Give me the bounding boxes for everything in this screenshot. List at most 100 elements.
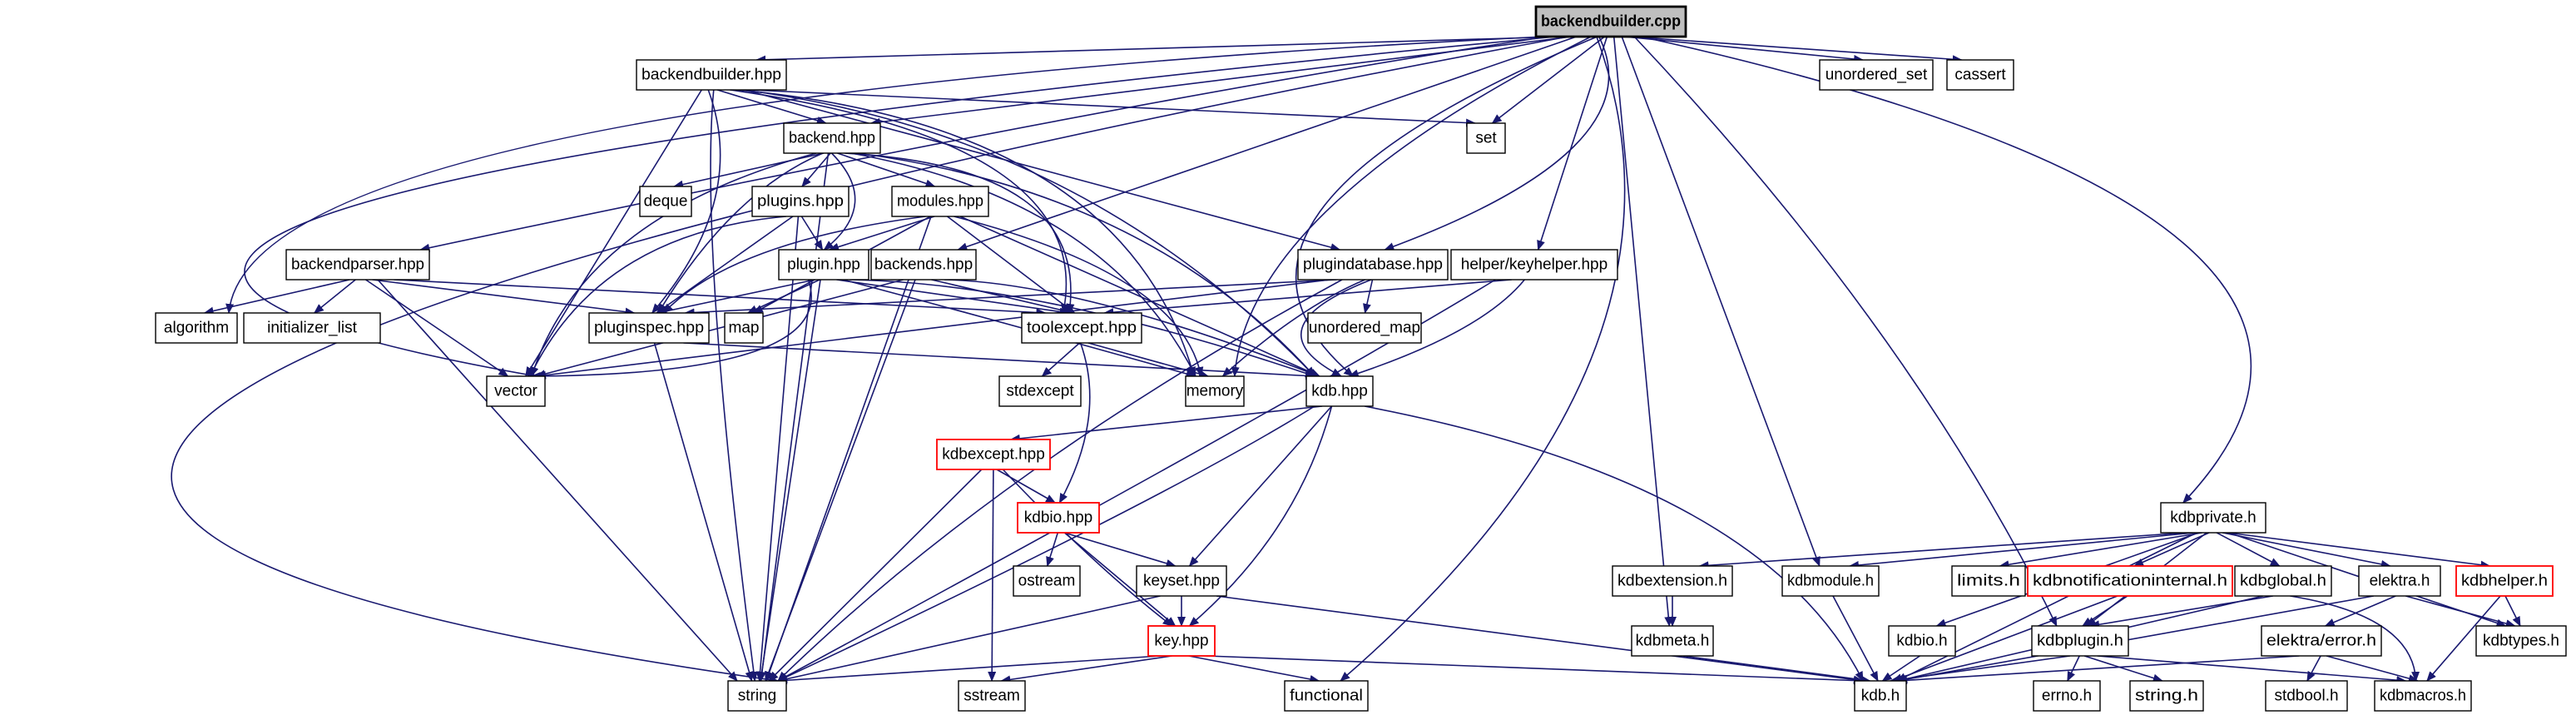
node-kdb_h[interactable]: kdb.h — [1854, 680, 1907, 712]
edge-backendbuilder_hpp-to-string — [710, 89, 758, 682]
node-backends_hpp[interactable]: backends.hpp — [870, 249, 977, 281]
node-elektra_error_h[interactable]: elektra/error.h — [2261, 625, 2382, 657]
node-box-kdbio_h[interactable] — [1888, 625, 1956, 657]
node-box-plugindatabase_hpp[interactable] — [1297, 249, 1449, 281]
node-keyhelper_hpp[interactable]: helper/keyhelper.hpp — [1450, 249, 1618, 281]
node-box-pluginspec_hpp[interactable] — [588, 312, 710, 344]
node-box-elektra_error_h[interactable] — [2261, 625, 2382, 657]
edge-plugindatabase_hpp-to-string — [777, 279, 1343, 682]
edge-kdbmeta_h-to-kdb_h — [1682, 655, 1871, 684]
node-kdbhelper_h[interactable]: kdbhelper.h — [2455, 565, 2554, 597]
node-box-kdbtypes_h[interactable] — [2475, 625, 2567, 657]
edge-kdbio_hpp-to-ostream — [1046, 532, 1059, 567]
edge-plugins_hpp-to-plugin_hpp — [800, 216, 824, 251]
node-memory: memory — [1185, 375, 1245, 407]
node-box-kdbmacros_h[interactable] — [2374, 680, 2472, 712]
node-toolexcept_hpp[interactable]: toolexcept.hpp — [1021, 312, 1142, 344]
node-unordered_map: unordered_map — [1307, 312, 1422, 344]
node-label-kdb_hpp: kdb.hpp — [1311, 383, 1368, 400]
edge-backends_hpp-to-string — [765, 279, 916, 682]
edge-backendbuilder_cpp-to-keyhelper_hpp — [1537, 36, 1608, 251]
node-kdbio_h[interactable]: kdbio.h — [1888, 625, 1956, 657]
edge-elektra_error_h-to-kdb_h — [1897, 655, 2300, 685]
edge-kdbnotificationinternal_h-to-kdb_h — [1892, 595, 2118, 682]
node-kdbglobal_h[interactable]: kdbglobal.h — [2234, 565, 2332, 597]
node-box-kdbio_hpp[interactable] — [1017, 502, 1100, 534]
node-box-kdbextension_h[interactable] — [1612, 565, 1733, 597]
node-box-backend_hpp[interactable] — [783, 122, 881, 154]
node-plugin_hpp[interactable]: plugin.hpp — [778, 249, 869, 281]
node-label-kdb_h: kdb.h — [1861, 688, 1900, 705]
node-sstream: sstream — [958, 680, 1026, 712]
node-box-key_hpp[interactable] — [1147, 625, 1216, 657]
node-kdbio_hpp[interactable]: kdbio.hpp — [1017, 502, 1100, 534]
node-kdbmeta_h[interactable]: kdbmeta.h — [1631, 625, 1714, 657]
node-box-kdb_hpp[interactable] — [1305, 375, 1374, 407]
edge-backendparser_hpp-to-string — [377, 279, 738, 682]
edge-backend_hpp-to-plugin_hpp — [823, 152, 856, 251]
node-kdbtypes_h[interactable]: kdbtypes.h — [2475, 625, 2567, 657]
node-box-kdbnotificationinternal_h[interactable] — [2027, 565, 2233, 597]
node-box-kdb_h[interactable] — [1854, 680, 1907, 712]
node-label-stdexcept: stdexcept — [1006, 383, 1074, 400]
node-kdbprivate_h[interactable]: kdbprivate.h — [2160, 502, 2266, 534]
node-box-backends_hpp[interactable] — [870, 249, 977, 281]
node-box-keyset_hpp[interactable] — [1136, 565, 1227, 597]
node-errno_h: errno.h — [2033, 680, 2101, 712]
node-box-elektra_h[interactable] — [2358, 565, 2441, 597]
edge-kdbexcept_hpp-to-string — [768, 469, 983, 682]
node-kdbextension_h[interactable]: kdbextension.h — [1612, 565, 1733, 597]
edge-elektra_h-to-kdb_h — [1897, 595, 2374, 683]
node-box-kdbglobal_h[interactable] — [2234, 565, 2332, 597]
node-backendparser_hpp[interactable]: backendparser.hpp — [285, 249, 430, 281]
node-box-backendparser_hpp[interactable] — [285, 249, 430, 281]
node-elektra_h[interactable]: elektra.h — [2358, 565, 2441, 597]
edge-kdbmodule_h-to-kdb_h — [1832, 595, 1879, 682]
edge-backendparser_hpp-to-algorithm — [203, 279, 350, 315]
node-kdbplugin_h[interactable]: kdbplugin.h — [2031, 625, 2129, 657]
node-string: string — [727, 680, 787, 712]
node-box-kdbprivate_h[interactable] — [2160, 502, 2266, 534]
node-kdbmacros_h[interactable]: kdbmacros.h — [2374, 680, 2472, 712]
node-plugindatabase_hpp[interactable]: plugindatabase.hpp — [1297, 249, 1449, 281]
node-box-kdbmodule_h[interactable] — [1781, 565, 1880, 597]
node-kdbnotificationinternal_h[interactable]: kdbnotificationinternal.h — [2027, 565, 2233, 597]
node-key_hpp[interactable]: key.hpp — [1147, 625, 1216, 657]
node-box-toolexcept_hpp[interactable] — [1021, 312, 1142, 344]
node-modules_hpp[interactable]: modules.hpp — [891, 186, 989, 217]
node-box-kdbhelper_h[interactable] — [2455, 565, 2554, 597]
edge-kdb_hpp-to-keyset_hpp — [1188, 405, 1333, 567]
edge-toolexcept_hpp-to-kdbio_hpp — [1058, 342, 1091, 504]
node-label-kdbprivate_h: kdbprivate.h — [2170, 509, 2256, 527]
edge-backendbuilder_cpp-to-kdbmeta_h — [1612, 36, 1673, 627]
node-kdbexcept_hpp[interactable]: kdbexcept.hpp — [936, 439, 1051, 470]
edge-plugindatabase_hpp-to-pluginspec_hpp — [684, 279, 1337, 317]
edge-keyhelper_hpp-to-string — [777, 279, 1496, 682]
node-label-deque: deque — [644, 193, 688, 211]
node-kdb_hpp[interactable]: kdb.hpp — [1305, 375, 1374, 407]
node-box-plugins_hpp[interactable] — [751, 186, 850, 217]
node-label-map: map — [729, 320, 760, 337]
node-plugins_hpp[interactable]: plugins.hpp — [751, 186, 850, 217]
node-label-kdbextension_h: kdbextension.h — [1617, 573, 1727, 590]
node-keyset_hpp[interactable]: keyset.hpp — [1136, 565, 1227, 597]
edge-kdbhelper_h-to-kdbmacros_h — [2426, 595, 2501, 682]
node-box-kdbexcept_hpp[interactable] — [936, 439, 1051, 470]
node-box-backendbuilder_hpp[interactable] — [636, 59, 787, 91]
node-box-kdbplugin_h[interactable] — [2031, 625, 2129, 657]
edge-plugin_hpp-to-kdb_hpp — [849, 279, 1315, 378]
node-backend_hpp[interactable]: backend.hpp — [783, 122, 881, 154]
node-box-modules_hpp[interactable] — [891, 186, 989, 217]
node-kdbmodule_h[interactable]: kdbmodule.h — [1781, 565, 1880, 597]
edge-backendparser_hpp-to-toolexcept_hpp — [394, 279, 1047, 317]
node-pluginspec_hpp[interactable]: pluginspec.hpp — [588, 312, 710, 344]
node-label-backend_hpp: backend.hpp — [789, 130, 875, 147]
node-label-kdbtypes_h: kdbtypes.h — [2483, 633, 2559, 650]
edges-layer — [171, 36, 2521, 685]
node-box-deque — [639, 186, 692, 217]
node-box-keyhelper_hpp[interactable] — [1450, 249, 1618, 281]
node-box-plugin_hpp[interactable] — [778, 249, 869, 281]
node-box-kdbmeta_h[interactable] — [1631, 625, 1714, 657]
node-backendbuilder_hpp[interactable]: backendbuilder.hpp — [636, 59, 787, 91]
